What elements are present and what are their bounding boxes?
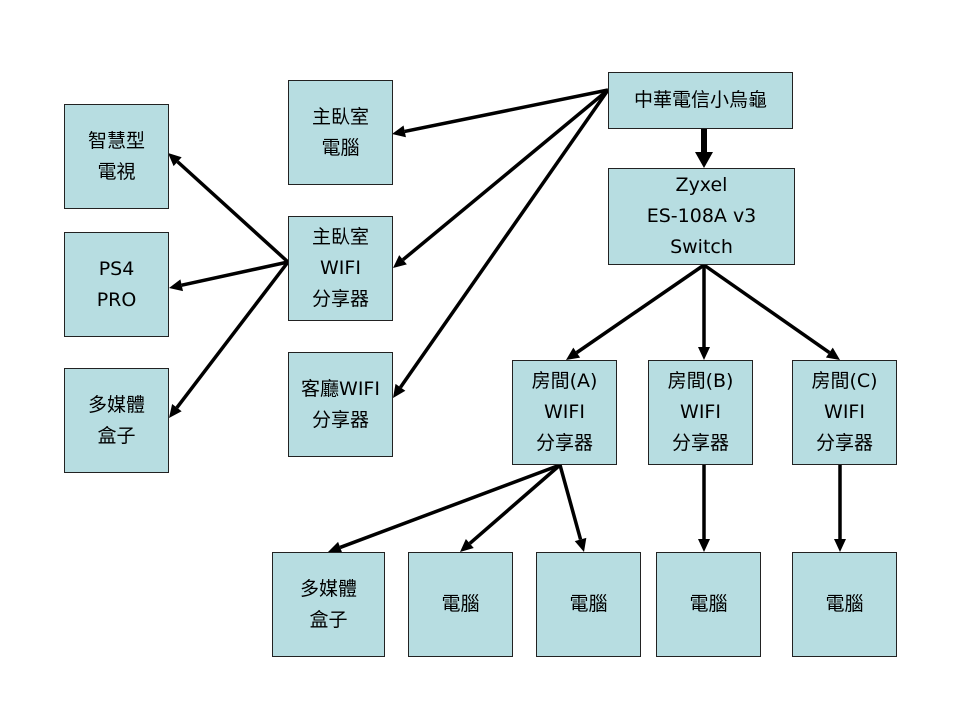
edge-cht-to-master_wifi xyxy=(401,88,610,262)
node-room-c-wifi: 房間(C) WIFI 分享器 xyxy=(792,360,897,465)
node-pc-room-c: 電腦 xyxy=(792,552,897,657)
edge-room_a-to-pc_a2 xyxy=(558,464,583,540)
arrowhead-icon xyxy=(460,538,474,552)
edge-room_a-to-pc_a1 xyxy=(468,463,562,545)
node-pc-room-a-1: 電腦 xyxy=(408,552,513,657)
node-media-box-left: 多媒體 盒子 xyxy=(64,368,169,473)
edge-cht-to-master_pc xyxy=(404,88,609,134)
edge-master_wifi-to-tv xyxy=(176,160,290,264)
node-ps4-pro: PS4 PRO xyxy=(64,232,169,337)
node-media-box-room-a: 多媒體 盒子 xyxy=(272,552,385,657)
edge-switch-to-room_c xyxy=(702,263,831,354)
edge-master_wifi-to-media_left xyxy=(175,260,290,409)
node-smart-tv: 智慧型 電視 xyxy=(64,104,169,209)
arrowhead-icon xyxy=(566,347,581,360)
edge-cht-to-living_wifi xyxy=(399,88,610,389)
arrowhead-icon xyxy=(574,537,587,552)
node-cht-modem: 中華電信小烏龜 xyxy=(608,72,793,129)
edge-master_wifi-to-ps4 xyxy=(181,260,289,287)
arrowhead-icon xyxy=(169,404,182,418)
edge-switch-to-room_a xyxy=(575,263,705,355)
node-master-bedroom-wifi: 主臥室 WIFI 分享器 xyxy=(288,216,393,321)
node-room-a-wifi: 房間(A) WIFI 分享器 xyxy=(512,360,617,465)
arrowhead-icon xyxy=(698,347,710,360)
node-pc-room-a-2: 電腦 xyxy=(536,552,641,657)
node-living-room-wifi: 客廳WIFI 分享器 xyxy=(288,352,393,457)
arrowhead-icon xyxy=(834,539,846,552)
arrowhead-icon xyxy=(698,539,710,552)
node-pc-room-b: 電腦 xyxy=(656,552,761,657)
edge-room_a-to-media_a xyxy=(339,463,561,550)
node-zyxel-switch: Zyxel ES-108A v3 Switch xyxy=(608,168,795,265)
arrowhead-icon xyxy=(825,347,840,360)
arrowhead-icon xyxy=(169,279,183,292)
arrowhead-icon xyxy=(695,152,713,168)
arrowhead-icon xyxy=(392,125,406,138)
arrowhead-icon xyxy=(393,255,407,268)
arrowhead-icon xyxy=(328,541,343,554)
arrowhead-icon xyxy=(168,153,182,167)
arrowhead-icon xyxy=(393,383,406,398)
node-room-b-wifi: 房間(B) WIFI 分享器 xyxy=(648,360,753,465)
node-master-bedroom-pc: 主臥室 電腦 xyxy=(288,80,393,185)
